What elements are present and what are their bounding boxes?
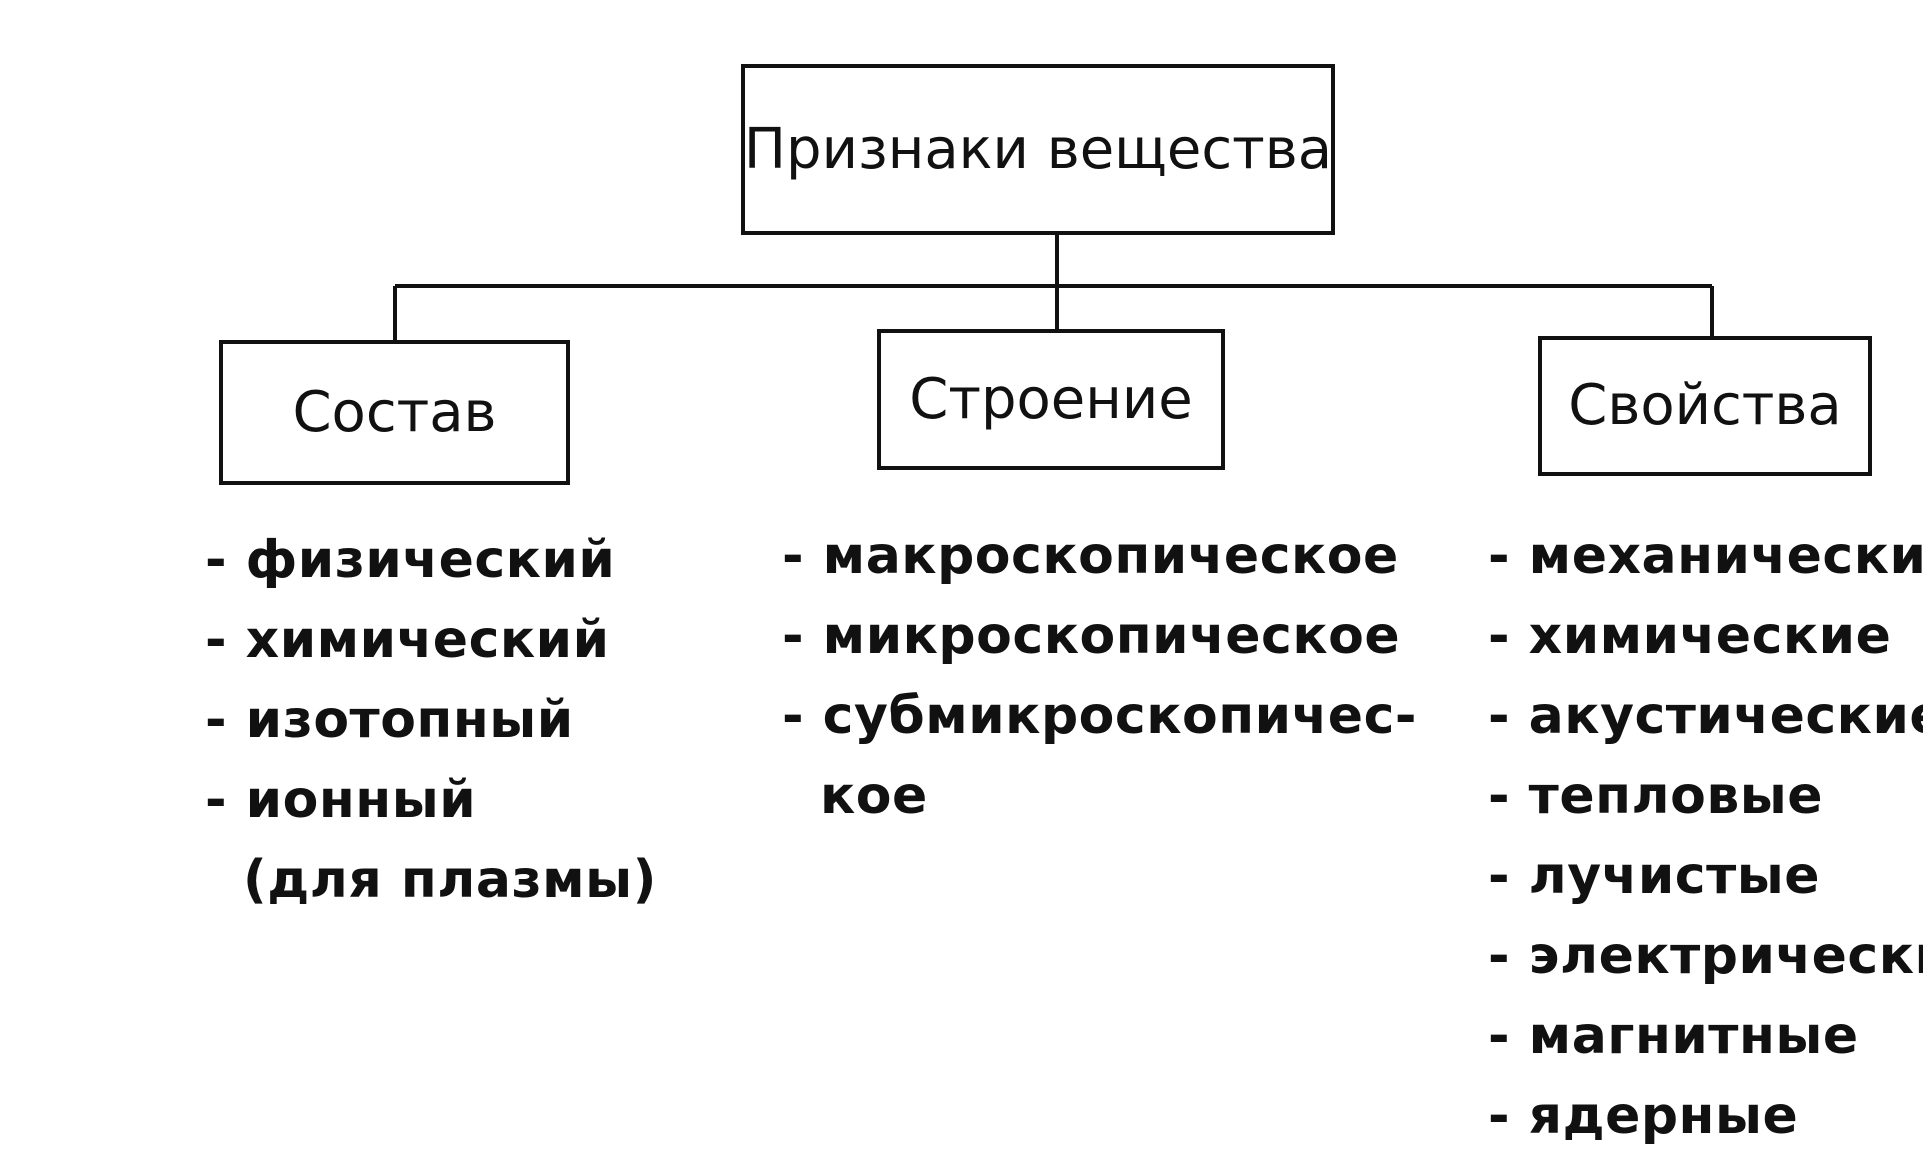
list-item: - химические	[1488, 606, 1892, 666]
list-item-continuation: кое	[820, 766, 928, 826]
root-node: Признаки вещества	[741, 64, 1335, 235]
list-item: - изотопный	[205, 690, 574, 750]
branch-node-composition-label: Состав	[292, 379, 497, 445]
list-item-continuation: (для плазмы)	[243, 850, 657, 910]
list-item: - ионный	[205, 770, 477, 830]
list-item: - химический	[205, 610, 610, 670]
list-item: - макроскопическое	[782, 526, 1399, 586]
root-node-label: Признаки вещества	[743, 116, 1333, 182]
branch-node-properties: Свойства	[1538, 336, 1872, 476]
branch-node-composition: Состав	[219, 340, 570, 485]
list-item: - акустические	[1488, 686, 1923, 746]
branch-node-structure: Строение	[877, 329, 1225, 470]
branch-node-properties-label: Свойства	[1568, 373, 1842, 438]
structure-list: - макроскопическое - микроскопическое - …	[782, 516, 1417, 836]
properties-list: - механические - химические - акустическ…	[1488, 516, 1923, 1156]
list-item: - магнитные	[1488, 1006, 1859, 1066]
list-item: - механические	[1488, 526, 1923, 586]
list-item: - субмикроскопичес-	[782, 686, 1417, 746]
composition-list: - физический - химический - изотопный - …	[205, 520, 657, 920]
list-item: - лучистые	[1488, 846, 1821, 906]
branch-node-structure-label: Строение	[909, 366, 1193, 432]
list-item: - электрические	[1488, 926, 1923, 986]
list-item: - тепловые	[1488, 766, 1824, 826]
list-item: - физический	[205, 530, 616, 590]
list-item: - микроскопическое	[782, 606, 1401, 666]
list-item: - ядерные	[1488, 1086, 1799, 1146]
